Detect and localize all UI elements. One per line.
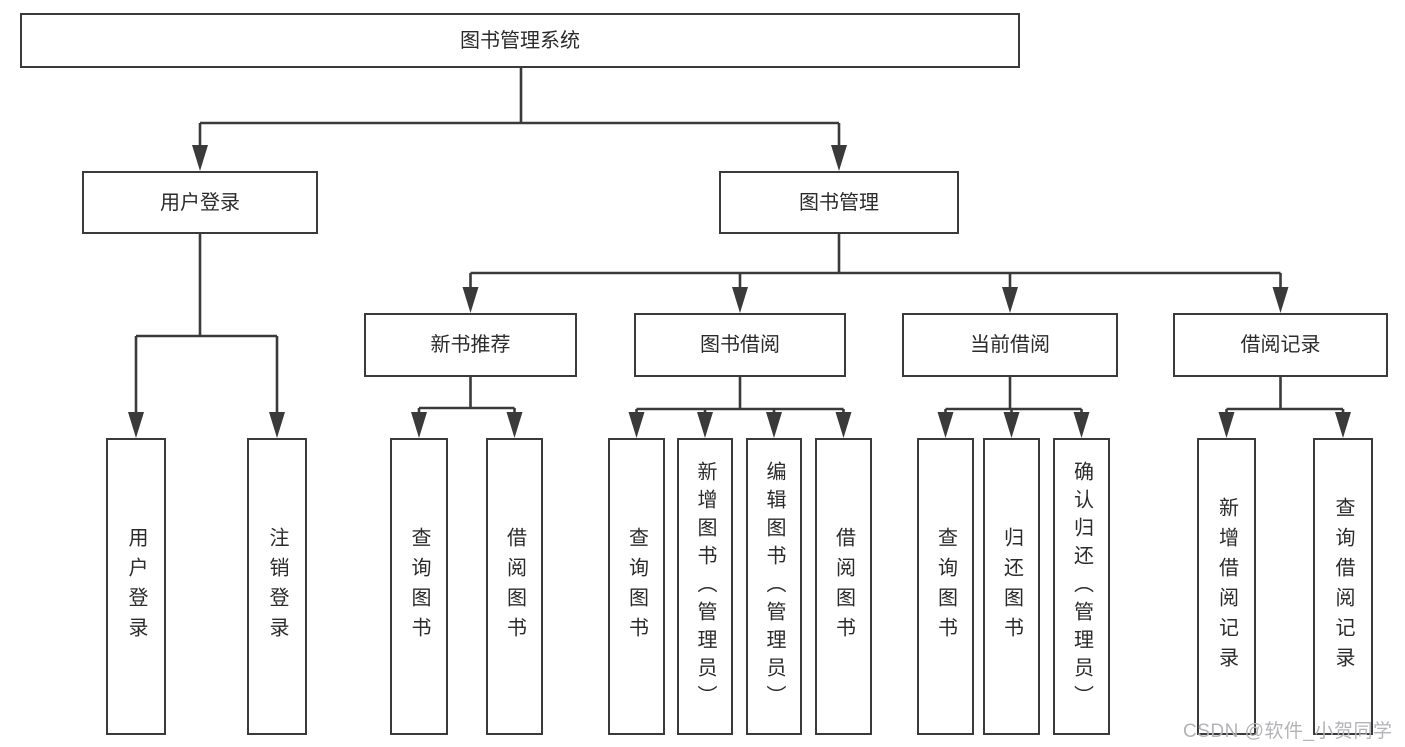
- connector-current-split: [937, 377, 1090, 438]
- node-book-management-section: 图书管理: [719, 171, 959, 234]
- leaf-borrow-query-books: 查询图书: [608, 438, 665, 735]
- leaf-current-query-books: 查询图书: [917, 438, 974, 735]
- node-borrowing-records: 借阅记录: [1173, 313, 1388, 377]
- leaf-user-login: 用户登录: [106, 438, 166, 735]
- connector-root-split: [192, 68, 847, 171]
- leaf-borrow-borrow-books: 借阅图书: [815, 438, 872, 735]
- connector-recommend-split: [411, 377, 523, 438]
- connector-user-split: [128, 234, 285, 438]
- node-user-login-section: 用户登录: [82, 171, 318, 234]
- connector-borrow-split: [628, 377, 852, 438]
- leaf-borrow-add-books-admin: 新增图书（管理员）: [677, 438, 733, 735]
- leaf-current-confirm-return-admin: 确认归还（管理员）: [1053, 438, 1110, 735]
- node-current-borrowing: 当前借阅: [902, 313, 1118, 377]
- leaf-current-return-books: 归还图书: [983, 438, 1040, 735]
- node-new-book-recommend: 新书推荐: [364, 313, 577, 377]
- connector-records-split: [1218, 377, 1351, 438]
- node-root: 图书管理系统: [20, 13, 1020, 68]
- watermark: CSDN @软件_小贺同学: [1183, 721, 1393, 742]
- leaf-records-query-record: 查询借阅记录: [1313, 438, 1373, 735]
- leaf-borrow-edit-books-admin: 编辑图书（管理员）: [746, 438, 802, 735]
- leaf-recommend-borrow-books: 借阅图书: [486, 438, 543, 735]
- leaf-records-add-record: 新增借阅记录: [1197, 438, 1256, 735]
- leaf-recommend-query-books: 查询图书: [390, 438, 448, 735]
- node-book-borrowing: 图书借阅: [634, 313, 846, 377]
- leaf-logout: 注销登录: [247, 438, 307, 735]
- connector-mgmt-split: [462, 234, 1289, 313]
